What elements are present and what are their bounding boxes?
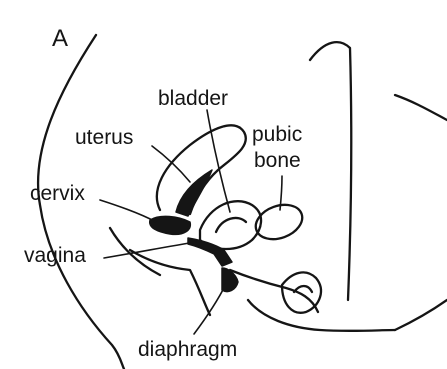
label-bladder: bladder <box>158 88 228 109</box>
lower-front-outline <box>395 300 447 330</box>
label-uterus: uterus <box>75 127 133 148</box>
bladder-inner-outline <box>216 218 246 232</box>
front-skin-outline <box>395 95 447 120</box>
leader-vagina <box>104 242 196 258</box>
rectum-outline <box>110 228 160 275</box>
label-bone: bone <box>254 150 301 171</box>
perineum-outline <box>130 250 210 315</box>
pubic-bone <box>251 199 307 245</box>
abdominal-wall-outline <box>310 42 351 300</box>
label-pubic: pubic <box>252 124 302 145</box>
cervix-shape <box>150 216 191 234</box>
label-cervix: cervix <box>30 183 85 204</box>
panel-letter: A <box>52 27 68 51</box>
uterine-cavity <box>176 170 212 216</box>
leader-cervix <box>100 200 156 222</box>
thigh-outline <box>248 300 395 331</box>
label-diaphragm: diaphragm <box>138 339 237 360</box>
vulva-outline <box>282 272 321 312</box>
labia-outline <box>230 270 318 312</box>
bladder-outline <box>200 201 261 249</box>
label-vagina: vagina <box>24 245 86 266</box>
